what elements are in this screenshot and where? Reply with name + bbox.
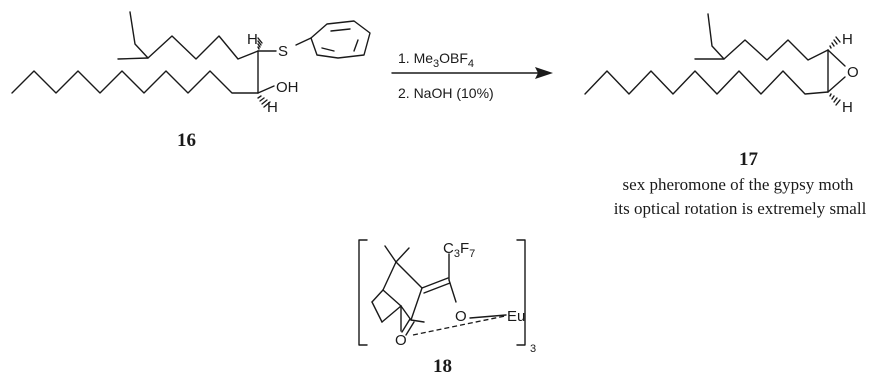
c18-perfluoropropyl-label: C3F7 <box>443 240 475 260</box>
reaction-conditions: 1. Me3OBF4 2. NaOH (10%) <box>391 50 553 101</box>
c18-ether-oxygen-label: O <box>455 308 467 325</box>
c16-co-bond <box>257 85 275 94</box>
c17-side-chain <box>707 13 829 61</box>
c18-multiplier: 3 <box>530 343 536 355</box>
c18-exocyclic-double-bond-a <box>421 277 449 289</box>
c16-sulfur-label: S <box>278 43 288 60</box>
c18-keto-oxygen-label: O <box>395 332 407 349</box>
bracket-right <box>516 239 526 346</box>
c18-o-eu-bond <box>469 314 507 319</box>
c16-oh-label: OH <box>276 79 299 96</box>
c17-hash-bond-bottom <box>829 93 841 106</box>
c16-h-top-label: H <box>247 31 258 48</box>
compound-16: H S OH H 16 <box>11 11 371 151</box>
reagent-step-2: 2. NaOH (10%) <box>398 85 494 101</box>
c16-hash-bond-bottom <box>257 95 271 108</box>
c17-main-chain <box>584 70 829 95</box>
compound-18-number: 18 <box>433 356 452 377</box>
compound-16-number: 16 <box>177 130 196 151</box>
c17-hash-bond-top <box>829 36 841 49</box>
caption-line-1: sex pheromone of the gypsy moth <box>623 175 854 194</box>
c16-main-chain <box>11 70 259 94</box>
c17-h-top-label: H <box>842 31 853 48</box>
c16-s-phenyl-bond <box>295 37 312 46</box>
c17-epoxide-co-top <box>827 49 846 67</box>
c17-oxygen-label: O <box>847 64 859 81</box>
c17-epoxide-co-bottom <box>827 76 846 93</box>
reaction-arrow-head <box>535 67 553 79</box>
c16-methyl-branch <box>117 57 149 60</box>
c16-hash-bond-top <box>257 37 263 50</box>
compound-17-number: 17 <box>739 149 759 170</box>
c18-co-ether-bond <box>448 279 457 303</box>
caption-line-2: its optical rotation is extremely small <box>614 199 867 218</box>
c16-side-chain <box>129 11 259 60</box>
compound-17: H O H 17 sex pheromone of the gypsy moth… <box>584 13 867 218</box>
c18-exocyclic-double-bond-b <box>423 282 451 294</box>
camphor-skeleton <box>371 245 425 336</box>
c17-h-bottom-label: H <box>842 99 853 116</box>
bracket-left <box>358 239 368 346</box>
phenyl-ring <box>310 20 371 59</box>
c18-europium-label: Eu <box>507 308 525 325</box>
compound-18: 3 C3F7 O Eu O 18 <box>358 239 536 377</box>
c16-h-bottom-label: H <box>267 99 278 116</box>
reagent-step-1: 1. Me3OBF4 <box>398 50 474 70</box>
